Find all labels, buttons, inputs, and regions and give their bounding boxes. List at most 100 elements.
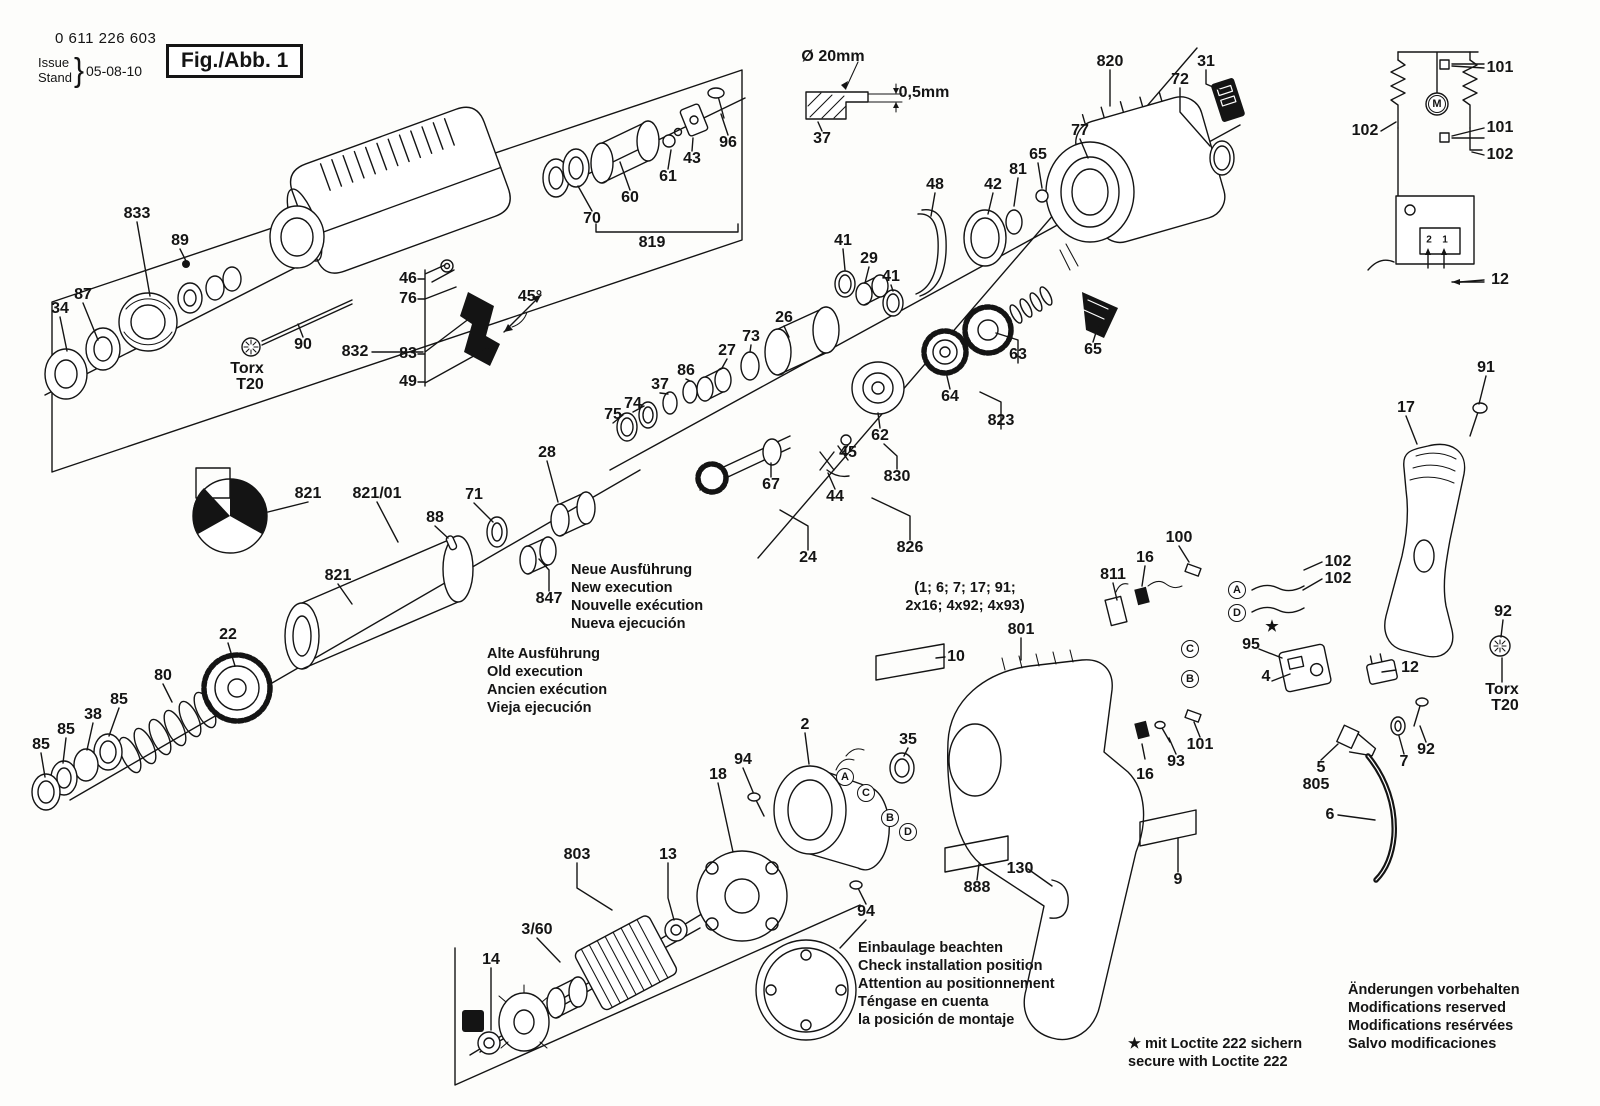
part-label-888: 888 xyxy=(963,879,991,896)
part-label-826: 826 xyxy=(896,539,924,556)
part-label-48: 48 xyxy=(926,176,944,193)
part-label-83: 83 xyxy=(399,345,417,362)
part-label-92: 92 xyxy=(1417,741,1435,758)
part-label-91: 91 xyxy=(1477,359,1495,376)
part-label-821-01: 821/01 xyxy=(352,485,402,502)
part-label-41: 41 xyxy=(834,232,852,249)
part-label-95: 95 xyxy=(1242,636,1260,653)
part-label-74: 74 xyxy=(624,395,642,412)
seal-profile-drawing xyxy=(805,61,903,120)
marker-d: D xyxy=(899,823,917,841)
part-label-45: 45 xyxy=(839,444,857,461)
part-label-823: 823 xyxy=(987,412,1015,429)
part-label-38: 38 xyxy=(84,706,102,723)
part-label-130: 130 xyxy=(1006,860,1034,877)
spindle-parts-drawing xyxy=(542,87,725,198)
part-label-819: 819 xyxy=(638,234,666,251)
part-label-35: 35 xyxy=(899,731,917,748)
part-label-41: 41 xyxy=(882,268,900,285)
part-label-811: 811 xyxy=(1100,566,1126,583)
part-label-42: 42 xyxy=(984,176,1002,193)
part-label--20mm: Ø 20mm xyxy=(801,48,865,65)
part-label-72: 72 xyxy=(1171,71,1189,88)
gear-case-drawing xyxy=(915,78,1245,297)
part-label-t20: T20 xyxy=(236,376,264,393)
marker-a: A xyxy=(836,768,854,786)
part-label-96: 96 xyxy=(719,134,737,151)
marker-a: A xyxy=(1228,581,1246,599)
part-label-101: 101 xyxy=(1486,59,1514,76)
marker-1: 1 xyxy=(1442,234,1448,246)
issue-label: Issue xyxy=(38,55,70,71)
part-label-0-5mm: 0,5mm xyxy=(898,84,950,101)
part-label-65: 65 xyxy=(1029,146,1047,163)
part-label-12: 12 xyxy=(1491,271,1509,288)
group-note: (1; 6; 7; 17; 91;2x16; 4x92; 4x93) xyxy=(905,580,1025,614)
handle-drawing xyxy=(1336,402,1511,757)
part-label-49: 49 xyxy=(399,373,417,390)
armature-drawing xyxy=(462,915,701,1055)
part-label-805: 805 xyxy=(1302,776,1330,793)
marker-b: B xyxy=(1181,670,1199,688)
part-label-16: 16 xyxy=(1136,549,1154,566)
marker-2: 2 xyxy=(1426,234,1432,246)
power-cord-drawing xyxy=(1365,753,1397,883)
part-label-94: 94 xyxy=(734,751,752,768)
part-label-16: 16 xyxy=(1136,766,1154,783)
part-label-833: 833 xyxy=(123,205,151,222)
part-label-102: 102 xyxy=(1324,570,1352,587)
part-label-821: 821 xyxy=(294,485,322,502)
barrel-assembly-drawing xyxy=(31,467,596,811)
part-label-801: 801 xyxy=(1007,621,1035,638)
part-label-821: 821 xyxy=(324,567,352,584)
part-label-5: 5 xyxy=(1316,759,1326,776)
part-label-89: 89 xyxy=(171,232,189,249)
part-label-832: 832 xyxy=(341,343,369,360)
marker-★: ★ xyxy=(1265,618,1279,635)
chuck-parts-drawing xyxy=(44,260,353,400)
part-label-830: 830 xyxy=(883,468,911,485)
part-label-37: 37 xyxy=(813,130,831,147)
carbon-brush-drawing xyxy=(1104,563,1305,743)
part-label-76: 76 xyxy=(399,290,417,307)
hammer-mechanism-drawing xyxy=(616,270,1118,495)
part-label-88: 88 xyxy=(426,509,444,526)
figure-title: Fig./Abb. 1 xyxy=(166,44,304,78)
issue-brace: } xyxy=(73,52,85,89)
part-label-820: 820 xyxy=(1096,53,1124,70)
part-label-102: 102 xyxy=(1351,122,1379,139)
part-label-61: 61 xyxy=(659,168,677,185)
part-label-85: 85 xyxy=(32,736,50,753)
part-label-12: 12 xyxy=(1401,659,1419,676)
part-label-17: 17 xyxy=(1397,399,1415,416)
part-label-4: 4 xyxy=(1261,668,1271,685)
part-label-71: 71 xyxy=(465,486,483,503)
part-label-13: 13 xyxy=(659,846,677,863)
marker-c: C xyxy=(857,784,875,802)
wiring-diagram xyxy=(1367,51,1485,285)
part-label-67: 67 xyxy=(762,476,780,493)
part-label-14: 14 xyxy=(482,951,500,968)
part-label-75: 75 xyxy=(604,406,622,423)
part-label-24: 24 xyxy=(799,549,817,566)
part-label-torx: Torx xyxy=(230,360,264,377)
part-label-847: 847 xyxy=(535,590,563,607)
part-number: 0 611 226 603 xyxy=(55,30,157,47)
bearing-flange-drawing xyxy=(696,792,788,942)
part-label-102: 102 xyxy=(1324,553,1352,570)
part-label-92: 92 xyxy=(1494,603,1512,620)
part-label-10: 10 xyxy=(947,648,965,665)
part-label-73: 73 xyxy=(742,328,760,345)
part-label-65: 65 xyxy=(1084,341,1102,358)
part-label-81: 81 xyxy=(1009,161,1027,178)
part-label-27: 27 xyxy=(718,342,736,359)
part-label-9: 9 xyxy=(1173,871,1183,888)
stand-label: Stand xyxy=(38,70,72,86)
